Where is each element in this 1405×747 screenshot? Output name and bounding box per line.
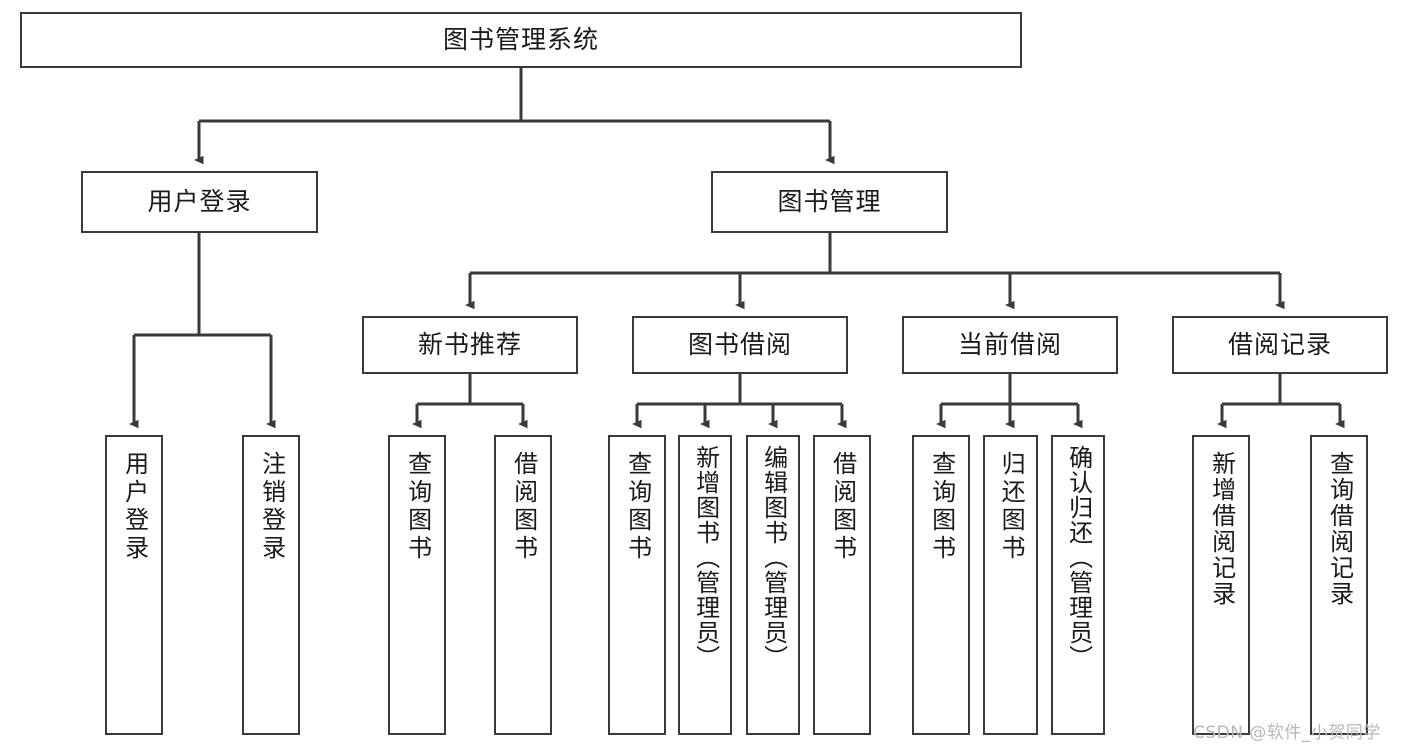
node-label: 图书借阅 [687, 330, 792, 360]
node-label: 借阅记录 [1227, 330, 1332, 360]
node-leaf-user-login[interactable]: 用户登录 [105, 435, 163, 735]
node-label: 新书推荐 [417, 330, 522, 360]
node-label: 用户登录 [147, 187, 252, 217]
node-label: 查询图书 [623, 451, 652, 563]
node-label: 确认归还（管理员） [1064, 445, 1093, 670]
node-label: 归还图书 [997, 451, 1026, 563]
node-label: 查询图书 [927, 451, 956, 563]
node-leaf-borrow-book-recommend[interactable]: 借阅图书 [494, 435, 552, 735]
node-label: 新增借阅记录 [1207, 451, 1236, 607]
node-book-borrow[interactable]: 图书借阅 [632, 316, 848, 374]
node-label: 注销登录 [257, 451, 286, 563]
node-label: 借阅图书 [828, 451, 857, 563]
node-leaf-query-book-borrow[interactable]: 查询图书 [608, 435, 666, 735]
node-label: 图书管理 [777, 187, 882, 217]
node-leaf-logout[interactable]: 注销登录 [242, 435, 300, 735]
node-leaf-add-borrow-record[interactable]: 新增借阅记录 [1192, 435, 1250, 735]
node-root-system[interactable]: 图书管理系统 [20, 12, 1022, 68]
node-label: 查询图书 [403, 451, 432, 563]
node-label: 借阅图书 [509, 451, 538, 563]
node-label: 图书管理系统 [442, 25, 599, 55]
node-label: 查询借阅记录 [1325, 451, 1354, 607]
node-leaf-add-book-admin[interactable]: 新增图书（管理员） [678, 435, 732, 735]
node-leaf-query-book-recommend[interactable]: 查询图书 [388, 435, 446, 735]
node-leaf-edit-book-admin[interactable]: 编辑图书（管理员） [746, 435, 800, 735]
node-leaf-confirm-return-admin[interactable]: 确认归还（管理员） [1051, 435, 1105, 735]
node-label: 当前借阅 [957, 330, 1062, 360]
node-leaf-query-book-current[interactable]: 查询图书 [912, 435, 970, 735]
node-new-book-recommend[interactable]: 新书推荐 [362, 316, 578, 374]
node-leaf-return-book[interactable]: 归还图书 [983, 435, 1038, 735]
node-borrow-record[interactable]: 借阅记录 [1172, 316, 1388, 374]
node-user-login[interactable]: 用户登录 [81, 171, 318, 233]
node-label: 用户登录 [120, 451, 149, 563]
node-leaf-borrow-book[interactable]: 借阅图书 [813, 435, 871, 735]
node-label: 编辑图书（管理员） [759, 445, 788, 670]
node-label: 新增图书（管理员） [691, 445, 720, 670]
node-book-management[interactable]: 图书管理 [711, 171, 948, 233]
watermark-credit: CSDN @软件_小贺同学 [1193, 723, 1381, 743]
node-leaf-query-borrow-record[interactable]: 查询借阅记录 [1310, 435, 1368, 735]
node-current-borrow[interactable]: 当前借阅 [902, 316, 1118, 374]
